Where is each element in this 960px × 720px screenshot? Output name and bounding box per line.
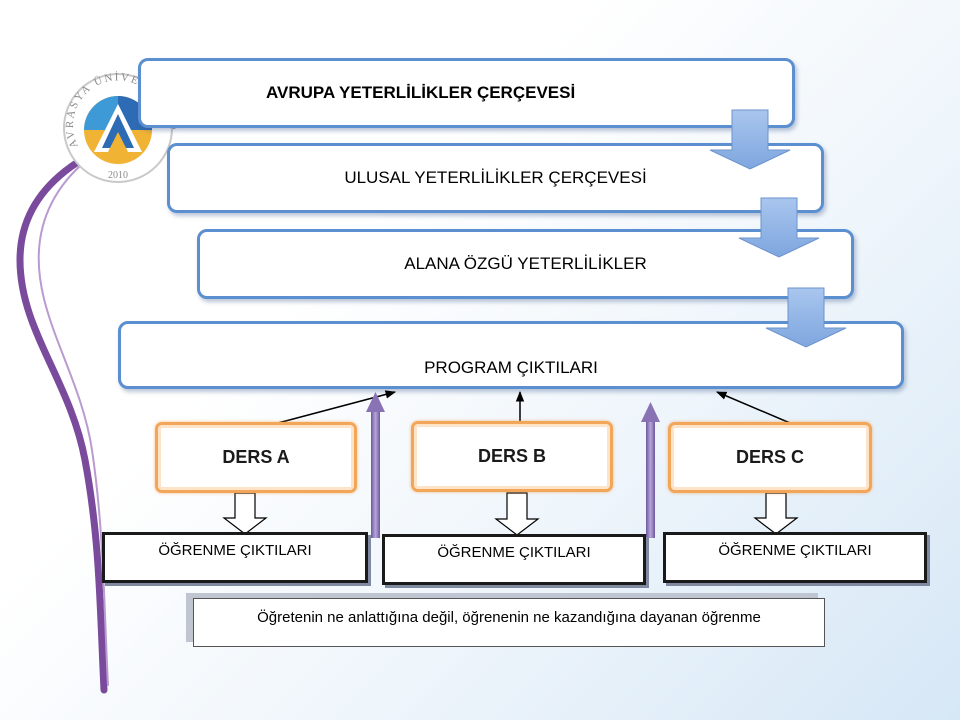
- national-qualifications-box: ULUSAL YETERLİLİKLER ÇERÇEVESİ: [167, 143, 824, 213]
- ders-c-to-program-arrow: [716, 391, 791, 424]
- national-qualifications-label: ULUSAL YETERLİLİKLER ÇERÇEVESİ: [344, 168, 647, 187]
- learning-outcomes-a-label: ÖĞRENME ÇIKTILARI: [158, 542, 312, 559]
- ders-b-outcome-arrow: [494, 492, 540, 536]
- course-c-label: DERS C: [735, 447, 804, 467]
- logo-year: 2010: [108, 170, 128, 181]
- learning-outcomes-c-label: ÖĞRENME ÇIKTILARI: [718, 542, 872, 559]
- down-arrow-3: [765, 287, 847, 348]
- learning-outcomes-c-box: ÖĞRENME ÇIKTILARI: [663, 532, 927, 583]
- down-arrow-1: [709, 109, 791, 170]
- learning-outcomes-a-box: ÖĞRENME ÇIKTILARI: [102, 532, 368, 583]
- down-arrow-2: [738, 197, 820, 258]
- course-b-box: DERS B: [411, 421, 613, 492]
- course-c-box: DERS C: [668, 422, 872, 493]
- european-qualifications-label: AVRUPA YETERLİLİKLER ÇERÇEVESİ: [266, 83, 576, 102]
- purple-up-arrow-right: [641, 402, 660, 538]
- course-a-label: DERS A: [222, 447, 290, 467]
- learning-principle-box: Öğretenin ne anlattığına değil, öğreneni…: [193, 598, 825, 647]
- learning-principle-text: Öğretenin ne anlattığına değil, öğreneni…: [257, 609, 761, 626]
- european-qualifications-box: AVRUPA YETERLİLİKLER ÇERÇEVESİ: [138, 58, 795, 128]
- ders-a-outcome-arrow: [222, 492, 268, 535]
- ders-c-outcome-arrow: [753, 492, 799, 535]
- purple-up-arrow-left: [366, 392, 385, 538]
- program-outcomes-label: PROGRAM ÇIKTILARI: [424, 358, 598, 377]
- course-a-box: DERS A: [155, 422, 357, 493]
- learning-outcomes-b-box: ÖĞRENME ÇIKTILARI: [382, 534, 646, 585]
- course-b-label: DERS B: [477, 446, 546, 466]
- learning-outcomes-b-label: ÖĞRENME ÇIKTILARI: [437, 544, 591, 561]
- field-qualifications-label: ALANA ÖZGÜ YETERLİLİKLER: [404, 254, 647, 273]
- program-outcomes-box: PROGRAM ÇIKTILARI: [118, 321, 904, 389]
